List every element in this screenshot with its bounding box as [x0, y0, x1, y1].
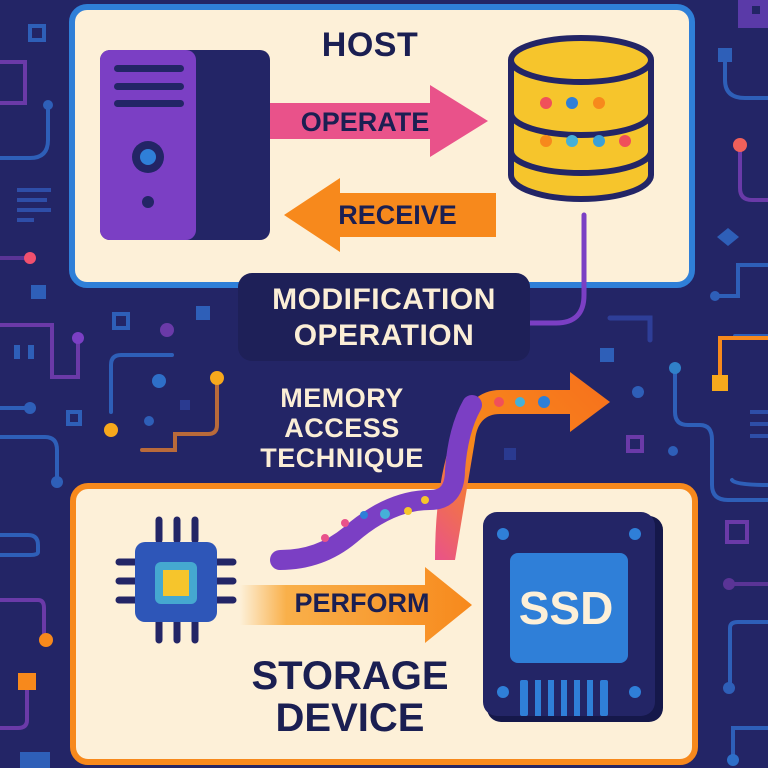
- circuit-trace: [0, 60, 27, 105]
- circuit-node: [669, 362, 681, 374]
- circuit-pad: [196, 306, 210, 320]
- circuit-node: [72, 332, 84, 344]
- circuit-pad: [725, 520, 749, 544]
- modification-operation-box: MODIFICATION OPERATION: [238, 273, 530, 361]
- circuit-trace: [0, 435, 59, 484]
- circuit-node: [210, 371, 224, 385]
- circuit-node: [727, 754, 739, 766]
- circuit-diamond: [717, 228, 739, 246]
- circuit-trace: [730, 478, 768, 487]
- circuit-node: [104, 423, 118, 437]
- circuit-pad: [28, 24, 46, 42]
- circuit-pad: [31, 285, 46, 299]
- circuit-trace: [713, 263, 768, 298]
- circuit-pad: [718, 48, 732, 62]
- memory-access-technique-label: MEMORY ACCESS TECHNIQUE: [238, 383, 446, 473]
- circuit-trace: [673, 368, 768, 502]
- circuit-pad: [504, 448, 516, 460]
- circuit-pad: [626, 435, 644, 453]
- circuit-trace: [718, 336, 768, 387]
- chip-icon: [115, 516, 237, 644]
- circuit-trace: [0, 533, 40, 557]
- circuit-pad: [66, 410, 82, 426]
- circuit-trace: [0, 323, 80, 379]
- operate-label: OPERATE: [300, 107, 430, 137]
- host-title: HOST: [321, 26, 419, 64]
- circuit-node: [668, 446, 678, 456]
- circuit-node: [733, 138, 747, 152]
- circuit-trace: [731, 726, 768, 760]
- circuit-node: [723, 578, 735, 590]
- circuit-trace: [0, 688, 29, 730]
- receive-label: RECEIVE: [338, 200, 457, 230]
- circuit-trace: [723, 56, 768, 100]
- circuit-node: [24, 252, 36, 264]
- database-icon: [508, 35, 654, 202]
- storage-title-line2: DEVICE: [275, 696, 425, 740]
- circuit-trace: [0, 103, 50, 160]
- circuit-node: [723, 682, 735, 694]
- connector-line: [527, 212, 587, 326]
- circuit-pad: [112, 312, 130, 330]
- storage-device-title: STORAGE DEVICE: [220, 655, 480, 739]
- circuit-pad: [752, 6, 760, 14]
- memory-line1: MEMORY: [280, 383, 404, 413]
- circuit-pad: [600, 348, 614, 362]
- circuit-trace: [607, 315, 653, 343]
- circuit-pad: [180, 400, 190, 410]
- modification-line1: MODIFICATION: [272, 283, 496, 316]
- circuit-pad: [712, 375, 728, 391]
- circuit-node: [144, 416, 154, 426]
- perform-arrow: [240, 567, 472, 643]
- ssd-icon: [483, 512, 663, 722]
- operate-arrow: [270, 85, 488, 157]
- circuit-pad: [28, 345, 34, 359]
- circuit-node: [632, 386, 644, 398]
- circuit-node: [43, 100, 53, 110]
- ssd-label: SSD: [518, 582, 614, 634]
- circuit-bars: [17, 188, 768, 438]
- circuit-node: [152, 374, 166, 388]
- circuit-node: [160, 323, 174, 337]
- circuit-trace: [0, 598, 46, 642]
- server-tower-icon: [100, 50, 270, 240]
- circuit-pad: [14, 345, 20, 359]
- circuit-pad: [20, 752, 50, 768]
- circuit-node: [24, 402, 36, 414]
- memory-access-arrow: [270, 372, 610, 570]
- circuit-trace: [140, 376, 219, 452]
- circuit-node: [39, 633, 53, 647]
- modification-line2: OPERATION: [293, 319, 475, 352]
- circuit-node: [710, 291, 720, 301]
- circuit-pad: [18, 673, 36, 690]
- circuit-trace: [109, 353, 174, 414]
- circuit-trace: [738, 143, 768, 202]
- storage-title-line1: STORAGE: [251, 654, 449, 698]
- receive-arrow: [284, 178, 496, 252]
- perform-label: PERFORM: [294, 588, 430, 618]
- circuit-trace: [728, 620, 768, 690]
- memory-line3: TECHNIQUE: [260, 443, 424, 473]
- circuit-node: [51, 476, 63, 488]
- memory-line2: ACCESS: [284, 413, 400, 443]
